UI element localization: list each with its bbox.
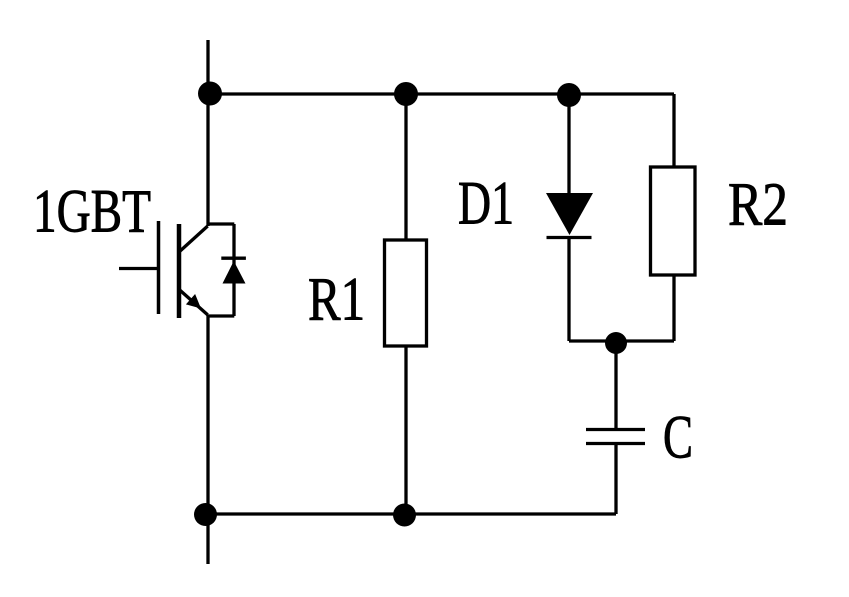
svg-text:1GBT: 1GBT — [33, 179, 151, 246]
svg-text:D1: D1 — [458, 171, 514, 238]
svg-text:R1: R1 — [308, 267, 365, 334]
svg-text:R2: R2 — [728, 172, 788, 239]
svg-text:C: C — [663, 405, 693, 472]
